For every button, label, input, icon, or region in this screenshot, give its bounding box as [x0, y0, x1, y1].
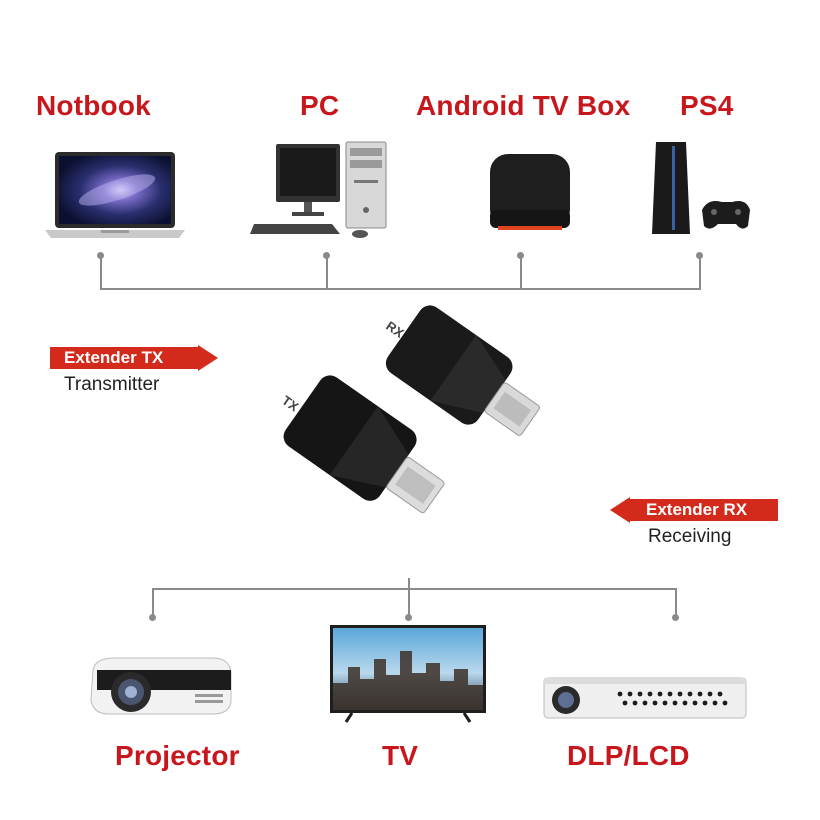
connector-dot: [149, 614, 156, 621]
connector-dot: [97, 252, 104, 259]
extender-rx-tag: Extender RX: [608, 497, 778, 523]
dlp-lcd-icon: [540, 672, 750, 724]
connector-notebook: [100, 256, 102, 289]
transmitter-label: Transmitter: [64, 374, 160, 395]
android-tv-box-icon: [486, 150, 574, 235]
connector-dot: [672, 614, 679, 621]
receiving-label: Receiving: [648, 526, 732, 547]
laptop-icon: [45, 150, 185, 240]
connector-dot: [517, 252, 524, 259]
projector-label: Projector: [115, 740, 240, 771]
connector-pc: [326, 256, 328, 289]
connector-dlp: [675, 588, 677, 618]
extender-rx-label: Extender RX: [646, 500, 748, 519]
connector-tv-box: [520, 256, 522, 289]
android-tv-box-label: Android TV Box: [416, 90, 631, 121]
connector-tv: [408, 578, 410, 618]
pc-label: PC: [300, 90, 340, 121]
projector-icon: [85, 650, 235, 722]
dlp-lcd-label: DLP/LCD: [567, 740, 690, 771]
extender-tx-tag: Extender TX: [50, 345, 220, 371]
ps4-icon: [650, 140, 755, 240]
connector-projector: [152, 588, 154, 618]
source-bus-line: [100, 288, 701, 290]
pc-icon: [250, 140, 395, 240]
connector-dot: [405, 614, 412, 621]
connector-ps4: [699, 256, 701, 289]
notebook-label: Notbook: [36, 90, 151, 121]
ps4-label: PS4: [680, 90, 734, 121]
tv-icon: [328, 623, 488, 723]
rx-module-icon: RX: [330, 290, 570, 490]
extender-tx-label: Extender TX: [64, 348, 164, 367]
tv-label: TV: [382, 740, 419, 771]
tx-module-icon: TX: [230, 360, 490, 570]
connector-dot: [323, 252, 330, 259]
sink-bus-line: [152, 588, 677, 590]
connector-dot: [696, 252, 703, 259]
